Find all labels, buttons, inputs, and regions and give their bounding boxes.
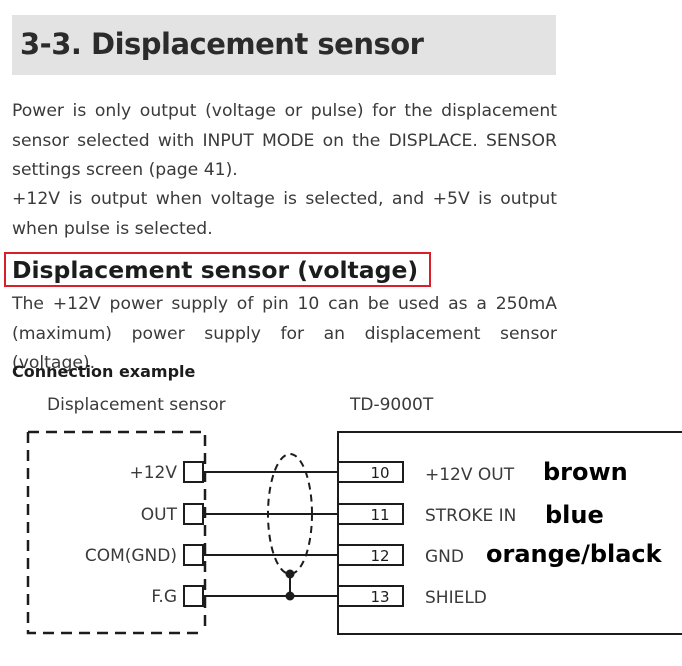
subsection-highlight-box	[4, 252, 431, 287]
sensor-terminal-out: OUT	[141, 505, 178, 525]
pin-signal-13: SHIELD	[425, 588, 487, 608]
sensor-terminal-box	[183, 544, 204, 566]
pin-signal-12: GND	[425, 547, 464, 567]
section-title-bar: 3-3. Displacement sensor	[12, 15, 556, 75]
pin-box-13	[337, 585, 404, 607]
connection-example-title: Connection example	[12, 362, 196, 381]
pin-number-10: 10	[370, 464, 389, 482]
wire-color-orange-black: orange/black	[486, 540, 663, 568]
pin-signal-11: STROKE IN	[425, 506, 516, 526]
subsection-title: Displacement sensor (voltage)	[12, 256, 419, 284]
sensor-terminal-12v: +12V	[129, 463, 177, 483]
sensor-label: Displacement sensor	[47, 395, 226, 415]
pin-box-12	[337, 544, 404, 566]
pin-box-10	[337, 461, 404, 483]
cable-shield-ellipse	[267, 453, 313, 575]
device-box	[337, 431, 682, 635]
section-title: 3-3. Displacement sensor	[20, 27, 424, 61]
pin-number-11: 11	[370, 506, 389, 524]
sensor-terminal-box	[183, 503, 204, 525]
junction-dot	[285, 569, 295, 579]
intro-paragraph-2: +12V is output when voltage is selected,…	[12, 189, 557, 239]
sensor-terminal-fg: F.G	[151, 587, 177, 607]
pin-number-12: 12	[370, 547, 389, 565]
device-label: TD-9000T	[349, 395, 434, 415]
sensor-terminal-com: COM(GND)	[85, 546, 177, 566]
pin-signal-10: +12V OUT	[425, 465, 515, 485]
sensor-dashed-box	[26, 430, 207, 635]
wire-color-blue: blue	[545, 501, 604, 529]
sensor-terminal-box	[183, 461, 204, 483]
subsection-paragraph: The +12V power supply of pin 10 can be u…	[12, 294, 557, 373]
sensor-terminal-box	[183, 585, 204, 607]
intro-paragraph-1: Power is only output (voltage or pulse) …	[12, 101, 557, 180]
wire-color-brown: brown	[543, 458, 628, 486]
junction-dot	[285, 591, 295, 601]
pin-number-13: 13	[370, 588, 389, 606]
pin-box-11	[337, 503, 404, 525]
